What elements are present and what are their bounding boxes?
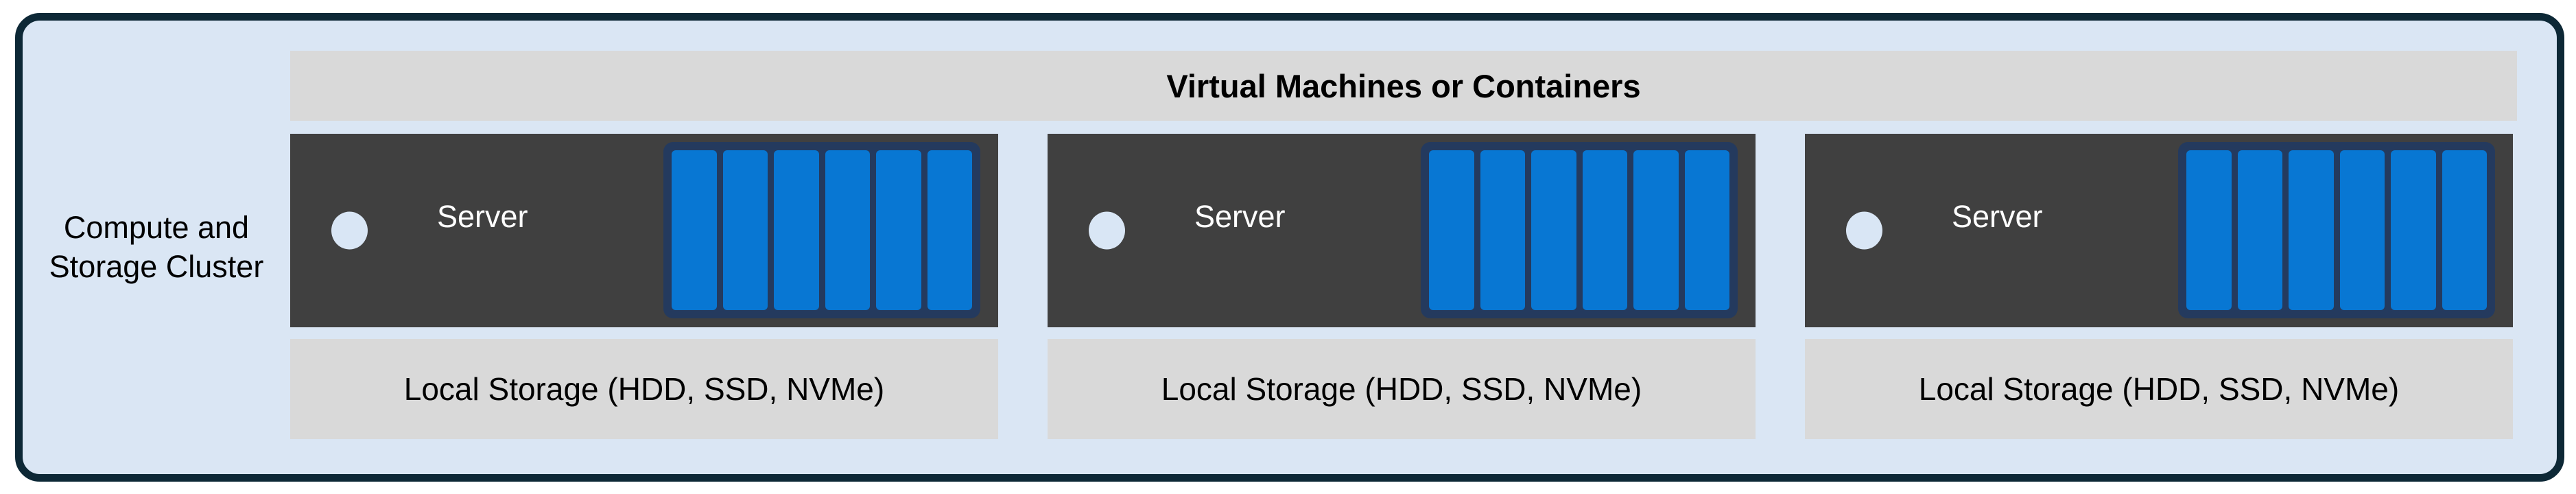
vm-header-label: Virtual Machines or Containers	[1166, 67, 1641, 104]
disk-icon	[2289, 150, 2334, 310]
local-storage-band: Local Storage (HDD, SSD, NVMe)	[1805, 339, 2513, 439]
disk-icon	[825, 150, 870, 310]
disk-icon	[2442, 150, 2487, 310]
disk-icon	[2339, 150, 2385, 310]
disk-icon	[1531, 150, 1576, 310]
server-column: Server Local Storage (HDD, SSD, NVMe)	[290, 134, 998, 439]
compute-storage-cluster-container: Compute and Storage Cluster Virtual Mach…	[15, 13, 2564, 482]
local-storage-band: Local Storage (HDD, SSD, NVMe)	[290, 339, 998, 439]
server-led-icon	[1089, 211, 1125, 250]
disk-icon	[1633, 150, 1679, 310]
disk-icon	[2237, 150, 2282, 310]
cluster-label-line2: Storage Cluster	[49, 248, 264, 284]
server-label: Server	[1952, 199, 2043, 234]
server-led-icon	[1846, 211, 1882, 250]
server-label: Server	[437, 199, 528, 234]
cluster-label-line1: Compute and	[63, 209, 250, 245]
local-storage-label: Local Storage (HDD, SSD, NVMe)	[1161, 371, 1642, 407]
local-storage-label: Local Storage (HDD, SSD, NVMe)	[403, 371, 885, 407]
server-box: Server	[1805, 134, 2513, 327]
local-storage-label: Local Storage (HDD, SSD, NVMe)	[1918, 371, 2400, 407]
disk-array-icon	[663, 142, 980, 318]
cluster-label: Compute and Storage Cluster	[23, 21, 290, 474]
disk-icon	[2391, 150, 2436, 310]
disk-icon	[722, 150, 768, 310]
server-label: Server	[1194, 199, 1286, 234]
server-column: Server Local Storage (HDD, SSD, NVMe)	[1048, 134, 1756, 439]
server-led-icon	[331, 211, 368, 250]
disk-array-icon	[2178, 142, 2495, 318]
disk-icon	[1429, 150, 1474, 310]
disk-icon	[1684, 150, 1729, 310]
disk-icon	[2186, 150, 2232, 310]
disk-icon	[927, 150, 972, 310]
disk-icon	[672, 150, 717, 310]
disk-icon	[1582, 150, 1627, 310]
vm-header-band: Virtual Machines or Containers	[290, 51, 2517, 121]
disk-icon	[876, 150, 921, 310]
server-column: Server Local Storage (HDD, SSD, NVMe)	[1805, 134, 2513, 439]
disk-array-icon	[1421, 142, 1738, 318]
disk-icon	[774, 150, 819, 310]
disk-icon	[1480, 150, 1525, 310]
server-box: Server	[1048, 134, 1756, 327]
local-storage-band: Local Storage (HDD, SSD, NVMe)	[1048, 339, 1756, 439]
server-box: Server	[290, 134, 998, 327]
